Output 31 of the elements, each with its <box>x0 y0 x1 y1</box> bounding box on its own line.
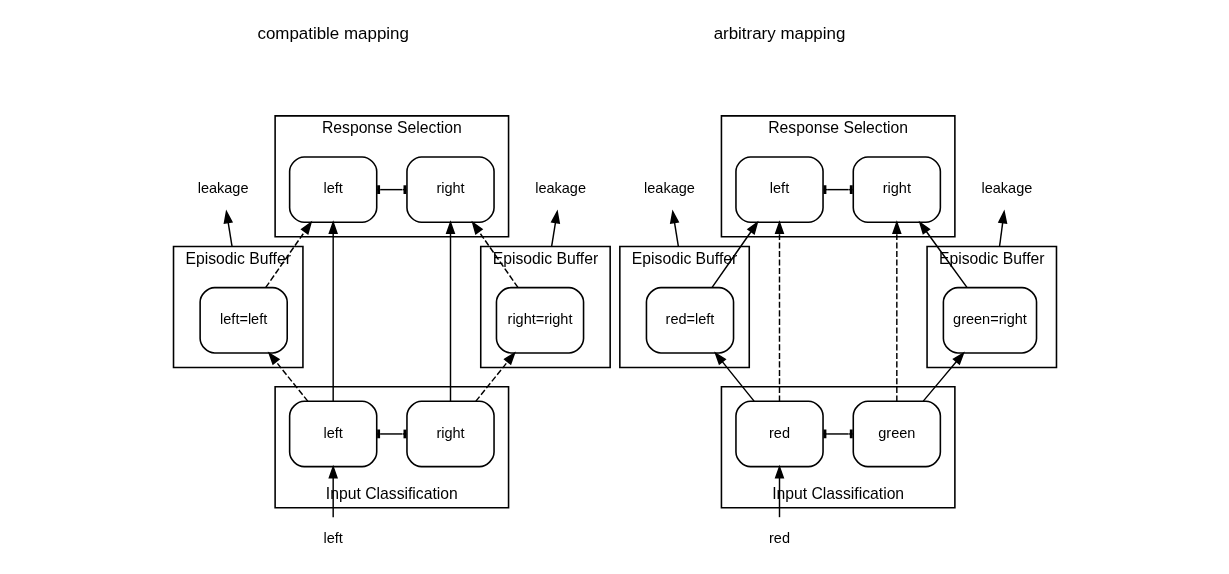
arrow <box>267 351 308 402</box>
arrow <box>474 351 516 402</box>
node-text: leakage <box>981 180 1032 197</box>
node-box: red=left <box>645 286 734 354</box>
arrow <box>550 209 560 248</box>
node-box: right <box>852 156 941 224</box>
node-box: green=right <box>942 286 1037 354</box>
label: compatible mapping <box>256 24 409 44</box>
node-text: leakage <box>643 180 695 197</box>
node-box: green <box>852 400 941 468</box>
arrow <box>264 220 312 289</box>
arrow <box>774 220 784 402</box>
node-box: right=right <box>495 286 584 354</box>
arrow <box>922 351 965 402</box>
node-box: left=left <box>198 286 288 354</box>
arrow <box>918 220 968 289</box>
arrow <box>470 220 519 289</box>
label: arbitrary mapping <box>713 24 845 44</box>
arrow <box>445 220 455 402</box>
node-box: left <box>288 400 377 468</box>
arrow <box>891 220 902 402</box>
node-text: red <box>768 529 790 546</box>
node-box: left <box>288 156 377 224</box>
arrow <box>223 209 233 248</box>
node-text: left <box>323 529 343 546</box>
node-text: leakage <box>534 180 586 197</box>
node-text: leakage <box>197 180 248 197</box>
arrow <box>669 209 679 248</box>
arrow <box>997 209 1007 248</box>
arrow <box>713 351 755 402</box>
arrow <box>327 220 338 402</box>
